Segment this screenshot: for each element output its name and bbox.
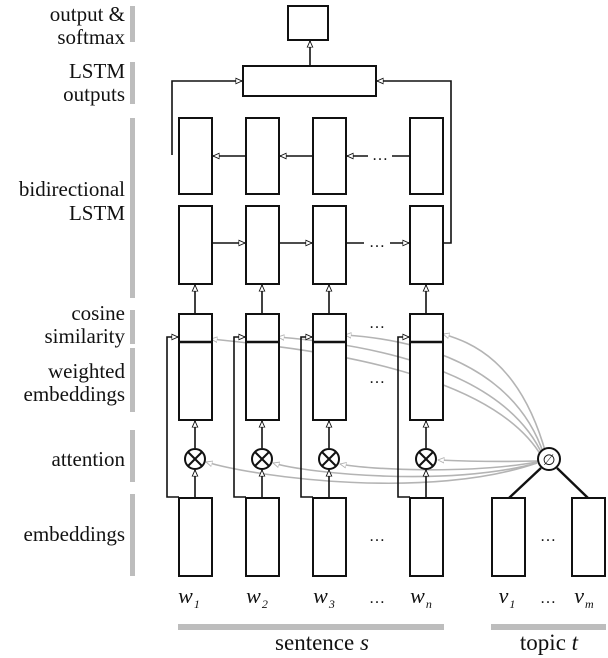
label-lstm-outputs-line1: LSTM — [69, 59, 125, 83]
attention-arrow-n — [438, 460, 538, 461]
layer-bar-weighted — [130, 348, 135, 412]
skip-arrow-1 — [166, 337, 179, 498]
lstm-outputs-box — [242, 65, 377, 97]
skip-arrow-2 — [233, 337, 246, 498]
embedding-box-2 — [245, 497, 280, 577]
topic-caption: topic t — [520, 630, 579, 655]
multiply-icon — [415, 448, 437, 470]
embedding-box-1 — [178, 497, 213, 577]
topic-embedding-ellipsis: … — [540, 528, 556, 545]
label-cosine-line2: similarity — [45, 324, 126, 348]
embedding-box-3 — [312, 497, 347, 577]
lstm-connections: … … — [171, 81, 452, 251]
backward-lstm-cell-1 — [178, 117, 213, 195]
skip-arrow-3 — [300, 337, 313, 498]
word-ellipsis: … — [369, 590, 385, 607]
label-cosine-line1: cosine — [71, 301, 125, 325]
layer-bar-embeddings — [130, 494, 135, 576]
word-label-n: wn — [410, 583, 432, 611]
attention-arrow-3 — [340, 461, 538, 471]
weighted-embedding-2 — [245, 313, 280, 421]
embedding-box-n — [409, 497, 444, 577]
skip-connections — [166, 337, 410, 498]
topic-edge-1 — [508, 467, 542, 499]
topic-word-label-1: v1 — [499, 583, 516, 611]
embedding-to-attention — [195, 470, 426, 497]
embedding-ellipsis: … — [369, 528, 385, 545]
topic-word-label-m: vm — [574, 583, 594, 611]
layer-bar-bilstm — [130, 118, 135, 298]
backward-to-output-arrow — [171, 81, 242, 155]
label-attention: attention — [52, 447, 126, 471]
backward-lstm-cell-2 — [245, 117, 280, 195]
forward-lstm-cell-2 — [245, 205, 280, 285]
label-output-line1: output & — [50, 2, 125, 26]
weighted-embedding-n — [409, 313, 444, 421]
label-bilstm-line2: LSTM — [69, 201, 125, 225]
weighted-embedding-3 — [312, 313, 347, 421]
attention-arrow-2 — [273, 463, 538, 478]
layer-bars — [130, 6, 135, 576]
backward-lstm-cell-3 — [312, 117, 347, 195]
layer-bar-output — [130, 6, 135, 42]
weighted-embedding-row: … … — [178, 313, 444, 421]
cosine-arrow-n — [443, 334, 547, 455]
cosine-arrow-3 — [345, 335, 545, 456]
backward-lstm-row — [178, 117, 444, 195]
word-label-1: w1 — [178, 583, 200, 611]
forward-to-output-arrow — [377, 81, 452, 244]
output-softmax-box — [287, 5, 329, 41]
topic-branch: ∅ … — [491, 447, 606, 577]
topic-word-ellipsis: … — [540, 590, 556, 607]
label-weighted-line2: embeddings — [24, 382, 125, 406]
label-weighted-line1: weighted — [48, 359, 125, 383]
sentence-bar — [178, 624, 444, 630]
label-embeddings: embeddings — [24, 522, 125, 546]
label-output-line2: softmax — [57, 25, 125, 49]
topic-edge-m — [556, 467, 589, 499]
backward-ellipsis: … — [372, 147, 388, 164]
layer-bar-attention — [130, 430, 135, 482]
forward-lstm-cell-n — [409, 205, 444, 285]
average-icon — [537, 447, 561, 471]
multiply-icon — [184, 448, 206, 470]
layer-bar-lstm-outputs — [130, 62, 135, 104]
embedding-row: … — [178, 497, 444, 577]
forward-lstm-cell-3 — [312, 205, 347, 285]
cosine-ellipsis: … — [369, 315, 385, 332]
label-lstm-outputs-line2: outputs — [63, 82, 125, 106]
backward-lstm-cell-n — [409, 117, 444, 195]
weighted-embedding-1 — [178, 313, 213, 421]
topic-embedding-1 — [491, 497, 526, 577]
topic-bar — [491, 624, 606, 630]
forward-lstm-row — [178, 205, 444, 285]
attention-arrow-1 — [206, 462, 538, 485]
forward-ellipsis: … — [369, 234, 385, 251]
attention-nodes — [184, 421, 437, 470]
multiply-icon — [318, 448, 340, 470]
skip-arrow-n — [397, 337, 410, 498]
word-labels: w1 w2 w3 … wn v1 … vm — [178, 583, 594, 611]
layer-labels: output & softmax LSTM outputs bidirectio… — [19, 2, 126, 546]
average-symbol: ∅ — [542, 451, 555, 469]
multiply-icon — [251, 448, 273, 470]
layer-bar-cosine — [130, 310, 135, 344]
word-label-2: w2 — [246, 583, 268, 611]
topic-embedding-m — [571, 497, 606, 577]
forward-lstm-cell-1 — [178, 205, 213, 285]
weighted-ellipsis: … — [369, 370, 385, 387]
sentence-caption: sentence s — [275, 630, 369, 655]
label-bilstm-line1: bidirectional — [19, 177, 125, 201]
weighted-to-lstm-arrows — [195, 285, 426, 313]
word-label-3: w3 — [313, 583, 335, 611]
